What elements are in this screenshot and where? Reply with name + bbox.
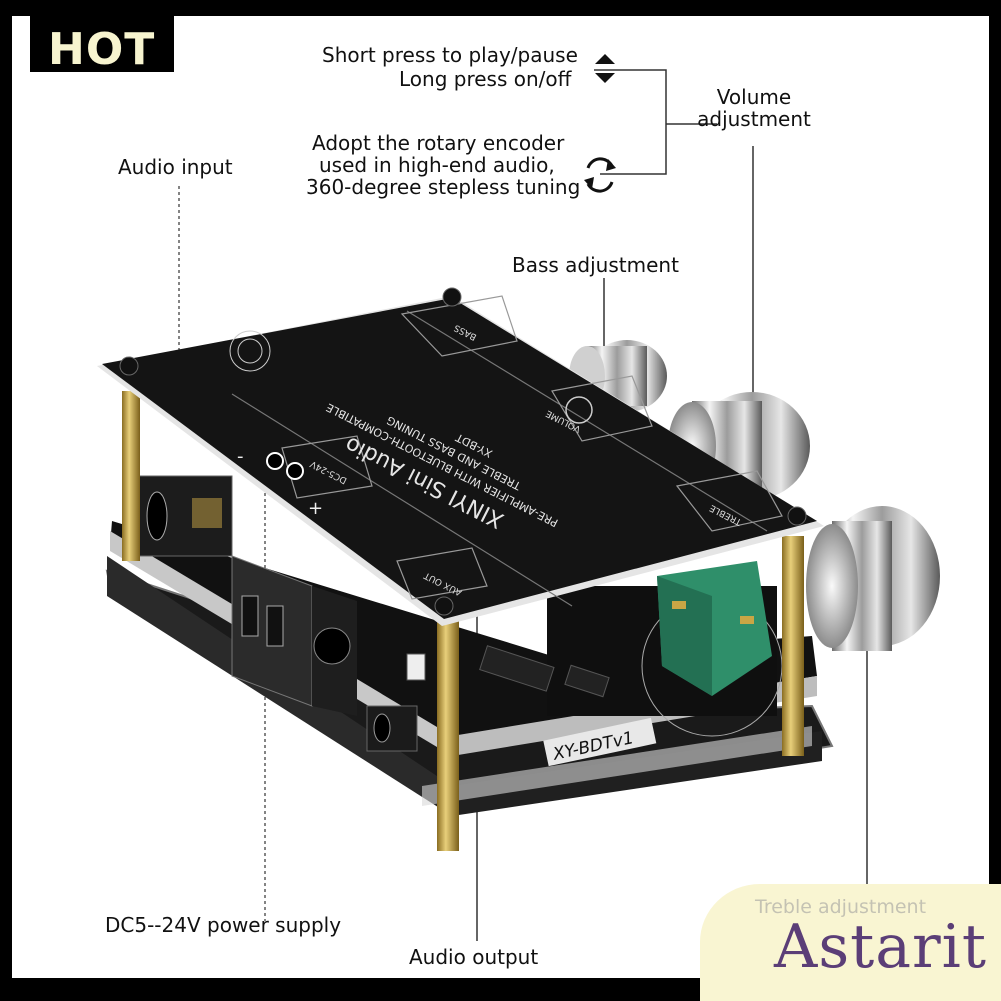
astarit-watermark: Astarit <box>700 884 1001 1001</box>
volume-label-line1: Volume <box>716 85 792 109</box>
watermark-text: Astarit <box>774 912 987 982</box>
rotate-arrows-icon <box>584 157 616 193</box>
plus-marking-text: + <box>308 498 323 519</box>
hot-badge: HOT <box>30 14 174 75</box>
minus-marking-text: - <box>237 446 244 467</box>
treble-adjustment-label: Treble adjustment <box>755 896 927 918</box>
relay-component <box>657 561 772 696</box>
volume-label-line2: adjustment <box>697 107 811 131</box>
top-panel <box>97 287 824 626</box>
knob-treble[interactable] <box>806 506 940 651</box>
encoder-label-line1: Adopt the rotary encoder <box>312 131 565 155</box>
audio-output-jack <box>366 705 418 752</box>
audio-input-label: Audio input <box>118 155 233 179</box>
board-illustration: XINYI Sini Audio PRE-AMPLIFIER WITH BLUE… <box>97 54 940 941</box>
brass-standoffs <box>122 391 804 851</box>
bass-adjustment-label: Bass adjustment <box>512 253 679 277</box>
power-supply-label: DC5--24V power supply <box>105 913 342 937</box>
button-bracket-line <box>594 69 667 175</box>
hot-badge-underline <box>174 14 306 16</box>
audio-input-jack <box>136 475 233 557</box>
audio-output-label: Audio output <box>409 945 539 969</box>
up-down-arrow-icon <box>595 54 615 83</box>
short-press-label: Short press to play/pause <box>322 43 578 67</box>
encoder-label-line2: used in high-end audio, <box>319 153 555 177</box>
power-terminal-block <box>231 555 357 716</box>
long-press-label: Long press on/off <box>399 67 572 91</box>
encoder-label-line3: 360-degree stepless tuning <box>306 175 581 199</box>
hot-badge-text: HOT <box>48 24 156 75</box>
watermark-background <box>700 884 1001 1001</box>
product-photo-canvas: XINYI Sini Audio PRE-AMPLIFIER WITH BLUE… <box>12 16 989 978</box>
ic-chips <box>406 645 610 698</box>
